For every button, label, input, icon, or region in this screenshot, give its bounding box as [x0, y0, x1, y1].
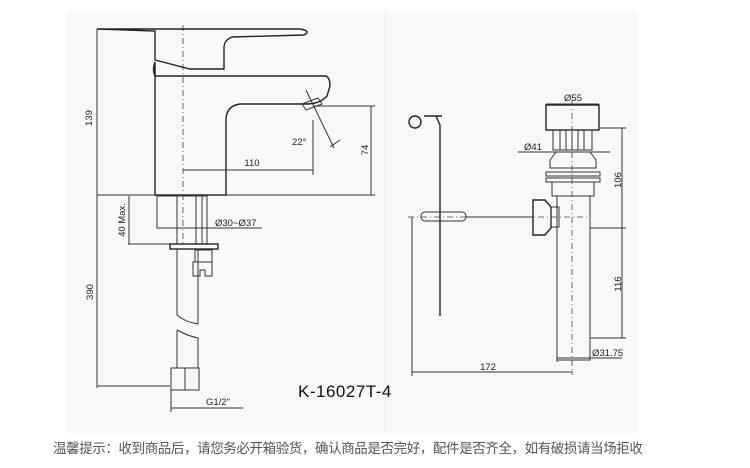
dim-hole-diameter: Ø30~Ø37 — [215, 218, 256, 229]
drain-drawing: Ø55 Ø41 106 116 Ø31.75 172 — [408, 93, 626, 376]
dim-110: 110 — [244, 158, 259, 169]
dim-390: 390 — [85, 284, 96, 300]
dim-41: Ø41 — [524, 142, 542, 153]
panel-divider — [385, 11, 386, 433]
notice-text: 温馨提示：收到商品后，请您务必开箱验货，确认商品是否完好，配件是否齐全，如有破损… — [53, 441, 643, 457]
dim-116: 116 — [613, 276, 624, 291]
dim-40-max: 40 Max. — [117, 203, 128, 237]
dim-31-75: Ø31.75 — [592, 348, 623, 359]
dim-139: 139 — [84, 110, 95, 126]
dim-172: 172 — [480, 362, 496, 373]
dim-22-degrees: 22° — [292, 137, 307, 148]
faucet-drawing: 139 110 74 22° 40 Max. Ø30~Ø37 390 G1/2" — [84, 25, 375, 412]
dim-106: 106 — [613, 172, 624, 188]
dim-thread: G1/2" — [206, 397, 230, 408]
model-number: K-16027T-4 — [298, 382, 392, 401]
dim-74: 74 — [360, 145, 371, 156]
drawing-panel — [66, 11, 638, 433]
dim-55: Ø55 — [564, 93, 582, 104]
